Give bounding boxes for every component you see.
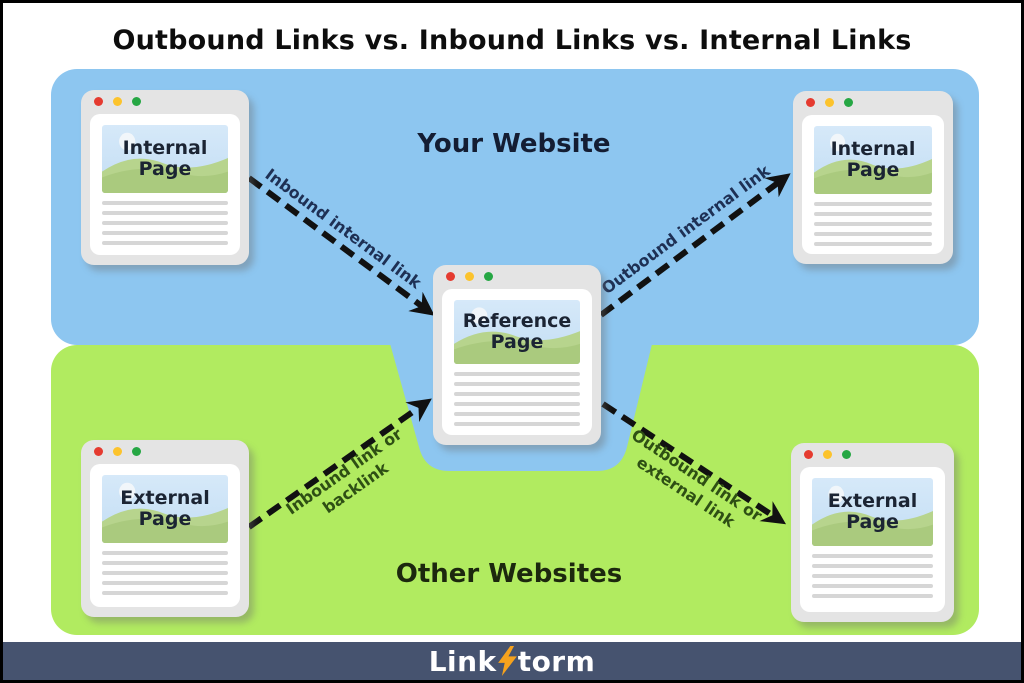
green-dot-icon <box>132 97 142 106</box>
other-websites-heading: Other Websites <box>395 559 623 589</box>
page-thumbnail: External Page <box>102 475 228 543</box>
landscape-image-icon <box>102 482 228 543</box>
browser-card-reference-page: Reference Page <box>433 265 601 445</box>
page-thumbnail: Reference Page <box>454 300 580 364</box>
inbound-internal-link-arrow <box>247 175 435 316</box>
landscape-image-icon <box>102 132 228 193</box>
browser-card-internal-page-top-right: Internal Page <box>793 91 953 264</box>
linkstorm-logo: Link torm <box>429 645 596 678</box>
yellow-dot-icon <box>113 447 123 456</box>
red-dot-icon <box>94 447 103 456</box>
page-thumbnail: Internal Page <box>814 126 932 194</box>
window-controls <box>793 91 953 114</box>
window-controls <box>81 440 249 463</box>
page-content: External Page <box>800 467 945 612</box>
landscape-image-icon <box>814 133 932 194</box>
footer-bar: Link torm <box>3 642 1021 680</box>
red-dot-icon <box>446 272 455 281</box>
page-content: Reference Page <box>442 289 592 435</box>
yellow-dot-icon <box>825 98 835 107</box>
text-placeholder-lines <box>454 372 580 426</box>
your-website-region <box>51 69 979 345</box>
page-content: Internal Page <box>90 114 240 255</box>
diagram-title: Outbound Links vs. Inbound Links vs. Int… <box>112 25 912 56</box>
outbound-internal-link-arrow <box>599 173 791 318</box>
text-placeholder-lines <box>814 202 932 246</box>
page-title: Reference Page <box>462 309 572 353</box>
logo-text-link: Link <box>428 644 497 678</box>
page-thumbnail: External Page <box>812 478 933 546</box>
diagram-background <box>51 69 979 635</box>
browser-card-external-page-bottom-right: External Page <box>791 443 954 622</box>
inbound-backlink-arrow <box>247 398 432 530</box>
page-title: Internal Page <box>830 137 916 181</box>
window-controls <box>433 265 601 288</box>
green-dot-icon <box>844 98 854 107</box>
yellow-dot-icon <box>113 97 123 106</box>
green-dot-icon <box>132 447 142 456</box>
landscape-image-icon <box>454 307 580 364</box>
text-placeholder-lines <box>812 554 933 598</box>
yellow-dot-icon <box>465 272 475 281</box>
window-controls <box>81 90 249 113</box>
text-placeholder-lines <box>102 201 228 245</box>
text-placeholder-lines <box>102 551 228 595</box>
landscape-image-icon <box>812 485 933 546</box>
your-website-heading: Your Website <box>417 129 611 159</box>
window-controls <box>791 443 954 466</box>
red-dot-icon <box>806 98 815 107</box>
page-content: External Page <box>90 464 240 607</box>
logo-text-torm: torm <box>517 644 596 678</box>
page-title: External Page <box>120 486 210 530</box>
other-websites-region <box>51 345 979 635</box>
page-thumbnail: Internal Page <box>102 125 228 193</box>
red-dot-icon <box>94 97 103 106</box>
browser-card-internal-page-top-left: Internal Page <box>81 90 249 265</box>
yellow-dot-icon <box>823 450 833 459</box>
green-dot-icon <box>484 272 494 281</box>
browser-card-external-page-bottom-left: External Page <box>81 440 249 617</box>
page-title: External Page <box>827 489 918 533</box>
lightning-bolt-icon <box>497 646 517 676</box>
page-content: Internal Page <box>802 115 944 254</box>
page-title: Internal Page <box>122 136 208 180</box>
green-dot-icon <box>842 450 852 459</box>
outbound-external-link-arrow <box>601 401 787 525</box>
red-dot-icon <box>804 450 813 459</box>
